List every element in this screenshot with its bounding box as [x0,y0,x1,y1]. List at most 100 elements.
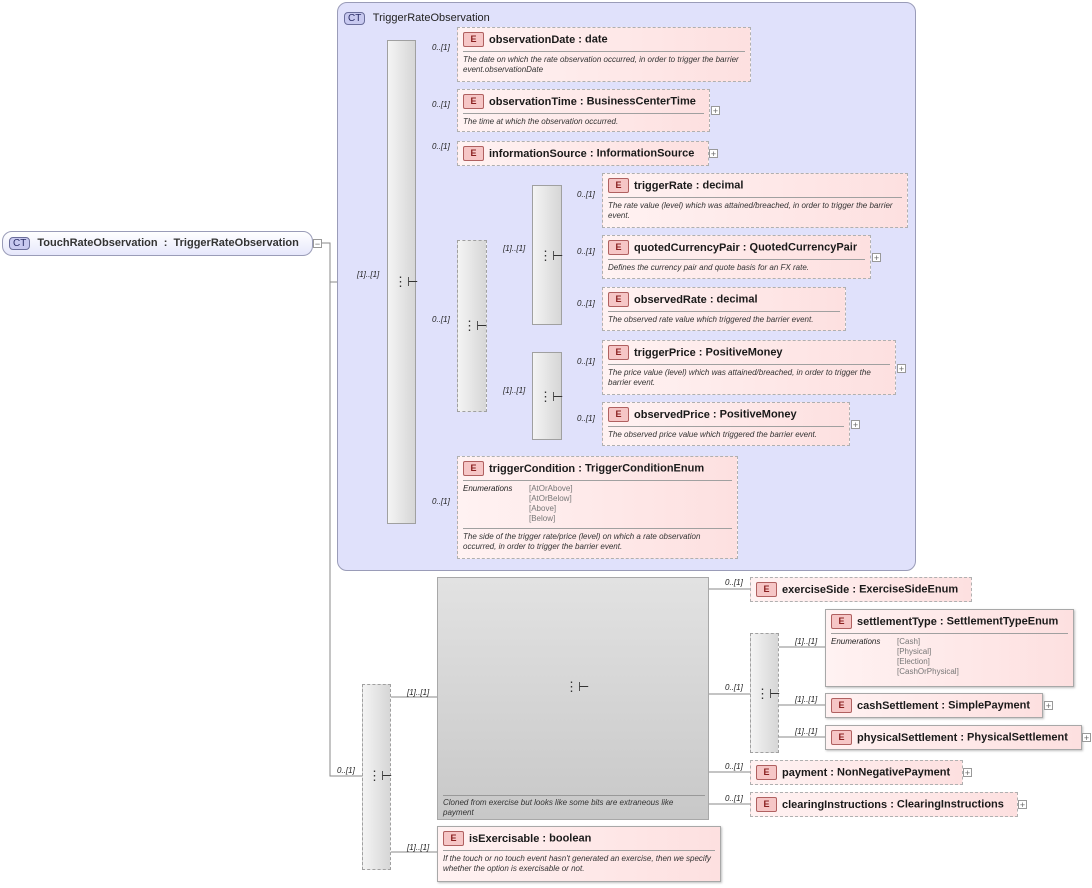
element-type: QuotedCurrencyPair [749,241,858,254]
element-type: PhysicalSettlement [967,731,1068,744]
settlement-choice[interactable] [750,633,779,753]
expand-clearing-instructions[interactable]: + [1018,800,1027,810]
separator [608,426,844,427]
sequence-rate-card: [1]..[1] [503,244,526,253]
element-name: clearingInstructions [782,798,888,811]
element-type: boolean [549,832,592,845]
type-separator: : [709,408,720,421]
sequence-price-card: [1]..[1] [503,386,526,395]
sequence-price[interactable] [532,352,562,440]
element-name: observationDate [489,33,576,46]
choice-icon: ⋮⊢ [463,318,488,333]
expand-physical-settlement[interactable]: + [1082,733,1091,743]
element-type: SimplePayment [948,699,1031,712]
element-type: decimal [716,293,758,306]
expand-cash-settlement[interactable]: + [1044,701,1053,711]
type-separator: : [938,699,949,712]
expand-quoted-currency-pair[interactable]: + [872,253,881,263]
lower-sequence-card: 0..[1] [337,766,355,775]
element-name: isExercisable [469,832,540,845]
root-element[interactable]: CT TouchRateObservation : TriggerRateObs… [2,231,313,256]
element-type: date [584,33,608,46]
trigger-price-card: 0..[1] [577,357,595,366]
element-name: observedRate [634,293,707,306]
expand-information-source[interactable]: + [709,149,718,159]
expand-observed-price[interactable]: + [851,420,860,430]
main-sequence[interactable] [387,40,416,524]
cash-settlement-card: [1]..[1] [795,695,818,704]
element-badge: E [463,94,484,109]
element-doc: The date on which the rate observation o… [463,55,739,74]
element-type: PositiveMoney [719,408,797,421]
root-type: TriggerRateObservation [173,237,299,249]
element-badge: E [608,407,629,422]
type-separator: : [160,237,171,249]
group-card: [1]..[1] [407,688,430,697]
element-badge: E [443,831,464,846]
element-badge: E [756,582,777,597]
separator [463,51,745,52]
element-name: observationTime [489,95,577,108]
observation-time-card: 0..[1] [432,100,450,109]
clearing-instructions-card: 0..[1] [725,794,743,803]
enum-value: [Election] [897,657,930,666]
element-badge: E [463,32,484,47]
element-badge: E [608,292,629,307]
enum-value: [Above] [529,504,557,513]
element-doc: The price value (level) which was attain… [608,368,871,387]
expand-trigger-price[interactable]: + [897,364,906,374]
element-name: triggerCondition [489,462,576,475]
enumerations-label: Enumerations [831,637,881,646]
choice-card: 0..[1] [432,315,450,324]
separator [463,480,732,481]
physical-settlement-card: [1]..[1] [795,727,818,736]
type-separator: : [575,462,585,475]
element-name: triggerRate [634,179,693,192]
root-name: TouchRateObservation [37,237,158,249]
type-separator: : [575,33,585,46]
type-separator: : [695,346,706,359]
expand-payment[interactable]: + [963,768,972,778]
element-type: PositiveMoney [705,346,783,359]
type-separator: : [539,832,550,845]
group-sequence[interactable]: ⋮⊢ Cloned from exercise but looks like s… [437,577,709,820]
root-collapse-button[interactable]: − [313,239,322,249]
type-separator: : [936,615,947,628]
element-doc: The rate value (level) which was attaine… [608,201,893,220]
separator [608,311,840,312]
element-badge: E [756,765,777,780]
lower-sequence[interactable] [362,684,391,870]
element-badge: E [463,461,484,476]
type-separator: : [739,241,750,254]
element-name: physicalSettlement [857,731,958,744]
quoted-currency-pair-card: 0..[1] [577,247,595,256]
element-type: InformationSource [596,147,695,160]
expand-observation-time[interactable]: + [711,106,720,116]
type-separator: : [692,179,703,192]
observation-date-card: 0..[1] [432,43,450,52]
element-type: ExerciseSideEnum [859,583,959,596]
observed-rate-card: 0..[1] [577,299,595,308]
sequence-icon: ⋮⊢ [565,679,590,694]
separator [443,795,705,796]
choice-compositor[interactable] [457,240,487,412]
element-type: NonNegativePayment [837,766,951,779]
separator [608,197,902,198]
sequence-rate[interactable] [532,185,562,325]
